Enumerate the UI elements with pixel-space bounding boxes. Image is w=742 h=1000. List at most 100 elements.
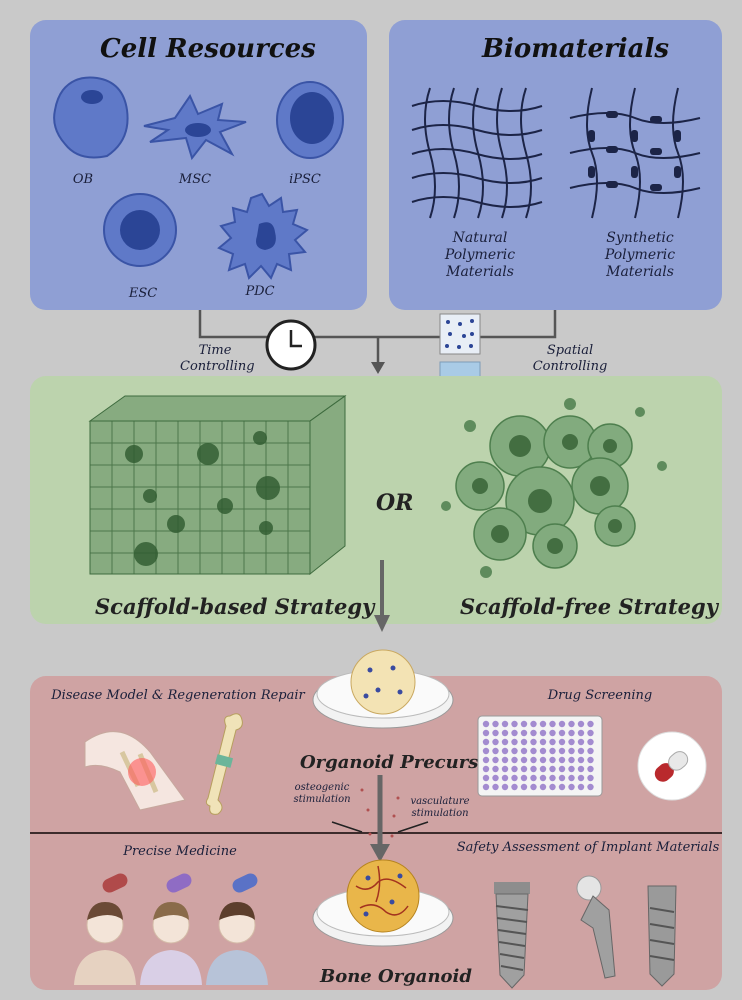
well (492, 720, 499, 728)
well (511, 774, 518, 782)
well (501, 738, 509, 746)
bone-organoid-label: Bone Organoid (320, 966, 472, 987)
biomaterials-title: Biomaterials (482, 34, 670, 64)
well (549, 765, 556, 773)
dental-implant-icon (494, 882, 530, 989)
cell-ob-icon (53, 76, 129, 159)
well (530, 783, 537, 791)
well (501, 783, 509, 791)
well (482, 774, 490, 782)
well (568, 756, 575, 764)
well (501, 774, 509, 782)
well (587, 756, 594, 764)
well (530, 774, 537, 782)
well (492, 747, 499, 755)
well (511, 729, 518, 737)
well (549, 738, 556, 746)
biomaterials-panel (389, 20, 722, 310)
well (482, 729, 490, 737)
person-1-icon (74, 873, 136, 985)
natural-polymer-label: Natural Polymeric Materials (444, 230, 516, 280)
well (549, 774, 556, 782)
well (511, 747, 518, 755)
synthetic-polymer-label: Synthetic Polymeric Materials (604, 230, 676, 280)
well (549, 729, 556, 737)
well (558, 720, 566, 728)
cell-label-msc: MSC (178, 172, 212, 187)
well (492, 774, 499, 782)
well (530, 720, 537, 728)
well (511, 738, 518, 746)
well (549, 747, 556, 755)
cell-esc-icon (103, 193, 177, 267)
well (577, 783, 585, 791)
well (558, 765, 566, 773)
well (539, 756, 547, 764)
well (530, 738, 537, 746)
cell-resources-title: Cell Resources (100, 34, 316, 64)
well (577, 738, 585, 746)
person-3-icon (206, 873, 268, 985)
well (568, 738, 575, 746)
well (587, 738, 594, 746)
well (568, 729, 575, 737)
safety-assessment-label: Safety Assessment of Implant Materials (456, 840, 720, 855)
synthetic-polymer-mesh-icon (569, 87, 701, 219)
application-divider (30, 832, 722, 834)
scaffold-free-label: Scaffold-free Strategy (460, 594, 718, 619)
cell-label-ob: OB (72, 172, 94, 187)
well (558, 774, 566, 782)
well (587, 765, 594, 773)
spatial-chip-icon (439, 313, 481, 379)
well (520, 774, 528, 782)
cell-label-esc: ESC (128, 286, 158, 301)
spinal-screw-icon (647, 885, 677, 987)
cell-pdc-icon (217, 192, 309, 280)
well (501, 765, 509, 773)
well (568, 720, 575, 728)
bone-organoid-dish-icon (312, 859, 454, 947)
well (530, 765, 537, 773)
well (539, 729, 547, 737)
well (520, 720, 528, 728)
well-plate-icon (477, 715, 603, 797)
well (501, 720, 509, 728)
cell-ipsc-icon (276, 81, 344, 159)
well (530, 756, 537, 764)
spatial-controlling-label: Spatial Controlling (532, 343, 608, 374)
well (501, 756, 509, 764)
or-label: OR (376, 490, 414, 516)
well (587, 783, 594, 791)
connector-lines (198, 310, 557, 374)
well (511, 756, 518, 764)
well (587, 747, 594, 755)
well (482, 738, 490, 746)
osteogenic-stimulation-label: osteogenic stimulation (293, 782, 351, 805)
well (539, 774, 547, 782)
drug-screening-label: Drug Screening (547, 688, 653, 703)
well (482, 765, 490, 773)
clock-icon (265, 319, 317, 371)
well (577, 729, 585, 737)
scaffold-free-cluster-icon (441, 398, 667, 578)
well (577, 747, 585, 755)
well (558, 783, 566, 791)
well (577, 756, 585, 764)
well (558, 756, 566, 764)
well (482, 720, 490, 728)
disease-model-label: Disease Model & Regeneration Repair (51, 688, 305, 703)
knee-joint-icon (84, 731, 186, 811)
cell-resources-panel (30, 20, 367, 310)
well (511, 783, 518, 791)
strategy-arrow (374, 560, 390, 632)
precise-medicine-label: Precise Medicine (123, 844, 237, 859)
well (492, 738, 499, 746)
scaffold-based-label: Scaffold-based Strategy (95, 594, 375, 619)
well (587, 720, 594, 728)
well (482, 783, 490, 791)
well (501, 729, 509, 737)
well (482, 756, 490, 764)
pill-icon (637, 731, 707, 801)
well (539, 747, 547, 755)
well (539, 783, 547, 791)
